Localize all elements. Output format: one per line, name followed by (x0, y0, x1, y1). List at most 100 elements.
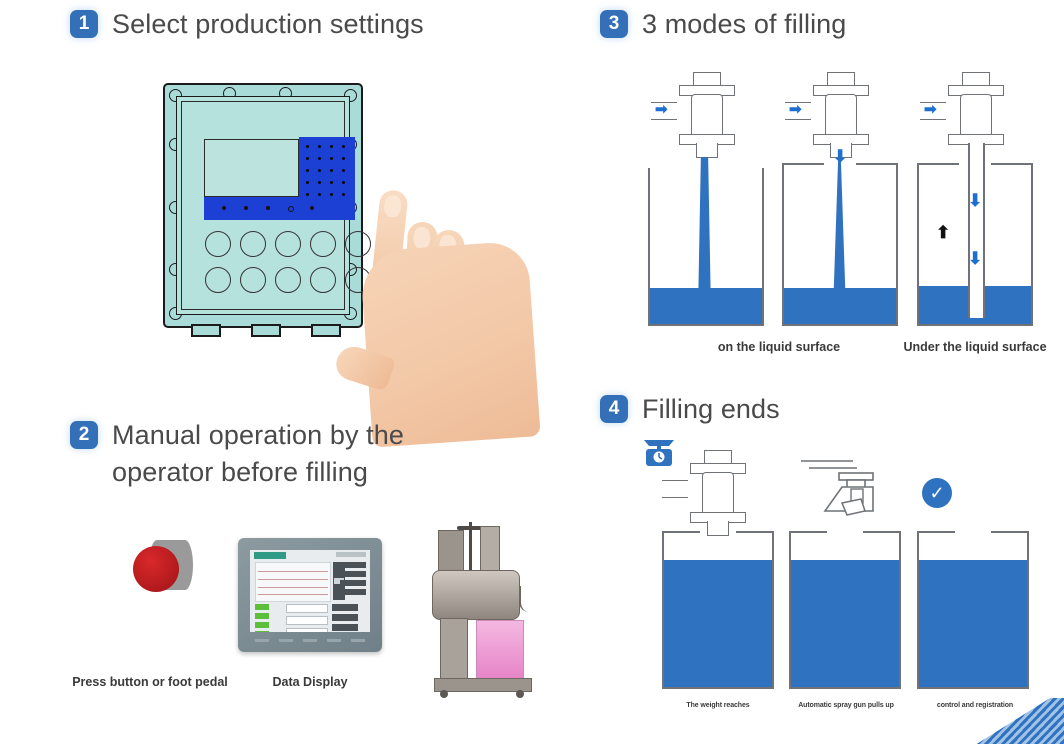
panel-button[interactable] (345, 231, 371, 257)
product-container (476, 620, 524, 680)
info-tiles (332, 604, 358, 632)
brand-logo (254, 552, 286, 559)
inlet-pipe (651, 102, 677, 120)
support-column (440, 618, 468, 680)
liquid-level (664, 560, 772, 687)
tank-spray-gun (789, 531, 901, 689)
status-leds (255, 604, 269, 632)
panel-mount-tab (251, 324, 281, 337)
up-arrow-icon: ⬆ (936, 223, 951, 242)
section-4-heading: 4 Filling ends (600, 391, 780, 428)
keypad-matrix[interactable] (299, 137, 355, 204)
caster-wheel (440, 690, 448, 698)
value-fields[interactable] (286, 604, 328, 632)
valve-body (691, 94, 723, 136)
tank-lip-right (856, 163, 898, 165)
caption-press-button: Press button or foot pedal (72, 675, 228, 689)
caption-weight-reaches: The weight reaches (686, 702, 750, 709)
liquid-level (919, 560, 1027, 687)
tank-lip-left (917, 163, 959, 165)
panel-button[interactable] (240, 267, 266, 293)
section-3-title: 3 modes of filling (642, 9, 847, 39)
adjust-rod (469, 522, 472, 582)
control-panel-figure (163, 83, 371, 337)
section-1-heading: 1 Select production settings (70, 6, 424, 43)
control-panel-face (176, 96, 371, 315)
panel-button[interactable] (205, 231, 231, 257)
machine-base (434, 678, 532, 692)
liquid-jet (698, 157, 711, 312)
spray-gun-retracting (795, 455, 885, 525)
hmi-function-keys[interactable] (250, 639, 370, 647)
panel-button[interactable] (275, 267, 301, 293)
operator-hand (330, 168, 555, 448)
tank-lip-left (782, 163, 824, 165)
caption-spray-gun-pulls-up: Automatic spray gun pulls up (798, 702, 894, 709)
hmi-menu-buttons[interactable] (340, 562, 366, 600)
tank-registered (917, 531, 1029, 689)
down-arrow-icon: ⬇ (833, 147, 848, 166)
filling-valve-surface: ➡ (785, 72, 875, 164)
panel-mount-tab (311, 324, 341, 337)
flow-arrow-icon: ➡ (655, 101, 668, 118)
tank-lip-right (991, 163, 1033, 165)
caption-under-liquid-surface: Under the liquid surface (903, 340, 1047, 354)
panel-button[interactable] (310, 231, 336, 257)
inlet-pipe (920, 102, 946, 120)
button-cap (133, 546, 179, 592)
caster-wheel (516, 690, 524, 698)
machine-head-right (480, 526, 500, 574)
panel-button[interactable] (240, 231, 266, 257)
tank-lip-left (662, 531, 700, 533)
caption-on-liquid-surface: on the liquid surface (717, 340, 841, 354)
weighing-scale-icon (640, 432, 678, 470)
section-4-title: Filling ends (642, 394, 780, 424)
corner-decoration (954, 698, 1064, 744)
inlet-pipe (662, 480, 688, 498)
machine-head-left (438, 530, 464, 574)
tank-lip-left (917, 531, 955, 533)
hose-arm (519, 586, 535, 612)
valve-nozzle (830, 143, 852, 158)
down-arrow-icon: ⬇ (968, 249, 983, 268)
valve-nozzle (707, 521, 729, 536)
check-circle-icon: ✓ (922, 478, 952, 508)
section-1-title: Select production settings (112, 9, 424, 39)
button-row-top[interactable] (205, 231, 371, 257)
valve-body (825, 94, 857, 136)
model-label (336, 552, 366, 557)
trend-chart (255, 562, 331, 602)
tank-lip-right (991, 531, 1029, 533)
panel-button[interactable] (310, 267, 336, 293)
section-4-badge: 4 (600, 395, 628, 423)
section-2-badge: 2 (70, 421, 98, 449)
tank-lip-right (863, 531, 901, 533)
filling-valve-free-fall: ➡ (651, 72, 741, 164)
section-3-heading: 3 3 modes of filling (600, 6, 846, 43)
liquid-level (791, 560, 899, 687)
inlet-pipe (785, 102, 811, 120)
panel-button[interactable] (205, 267, 231, 293)
tank-lip-left (789, 531, 827, 533)
section-2-title: Manual operation by the operator before … (112, 420, 404, 487)
dip-tube (968, 143, 985, 318)
filling-machine-photo (424, 508, 534, 698)
caption-data-display: Data Display (272, 675, 348, 689)
section-2-heading: 2 Manual operation by the operator befor… (70, 417, 404, 491)
hmi-screen[interactable] (250, 550, 370, 632)
function-key-strip[interactable] (204, 197, 355, 220)
valve-body (960, 94, 992, 136)
valve-body (702, 472, 734, 514)
flow-arrow-icon: ➡ (789, 101, 802, 118)
section-3-badge: 3 (600, 10, 628, 38)
emergency-push-button[interactable] (133, 540, 197, 596)
tank-lip-right (736, 531, 774, 533)
product-tank (432, 570, 520, 620)
hmi-touch-panel[interactable] (238, 538, 382, 652)
down-arrow-icon: ⬇ (968, 191, 983, 210)
valve-nozzle (696, 143, 718, 158)
caption-control-registration: control and registration (936, 702, 1014, 709)
panel-button[interactable] (275, 231, 301, 257)
section-1-badge: 1 (70, 10, 98, 38)
